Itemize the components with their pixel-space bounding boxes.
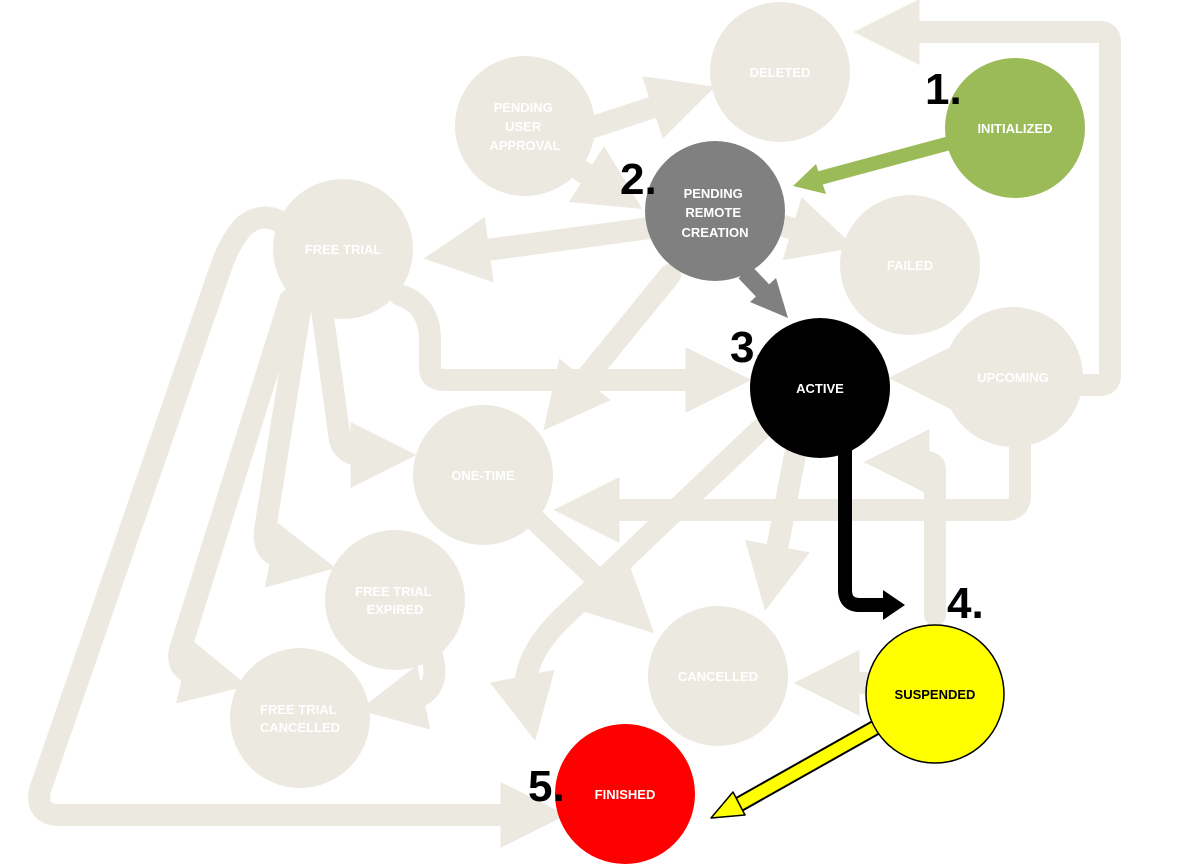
node-active: ACTIVE bbox=[750, 318, 890, 458]
step-number-4: 4. bbox=[947, 579, 984, 628]
edge-upcoming-onetime bbox=[553, 434, 1031, 543]
node-deleted-label: DELETED bbox=[750, 65, 811, 80]
edge-prc-failed bbox=[769, 197, 856, 261]
highlight-edges bbox=[710, 136, 952, 819]
edge-active-suspended bbox=[838, 450, 905, 620]
node-pending-remote-creation-label: PENDING REMOTE CREATION bbox=[682, 186, 749, 240]
edge-initialized-prc bbox=[793, 136, 952, 194]
edge-active-cancelled bbox=[745, 444, 810, 611]
node-upcoming: UPCOMING bbox=[943, 307, 1083, 447]
step-number-1: 1. bbox=[925, 65, 962, 114]
node-pending-remote-creation: PENDING REMOTE CREATION bbox=[645, 141, 785, 281]
node-cancelled: CANCELLED bbox=[648, 606, 788, 746]
edge-upcoming-deleted bbox=[853, 0, 1121, 396]
node-initialized-label: INITIALIZED bbox=[977, 121, 1052, 136]
edge-active-finished bbox=[489, 419, 771, 741]
edge-pua-prc bbox=[568, 146, 643, 209]
edge-prc-active bbox=[738, 265, 788, 318]
step-number-3: 3. bbox=[730, 323, 767, 372]
node-upcoming-label: UPCOMING bbox=[977, 370, 1049, 385]
node-deleted: DELETED bbox=[710, 2, 850, 142]
edge-freetrial-active bbox=[389, 284, 752, 413]
edge-suspended-active bbox=[863, 429, 946, 626]
node-free-trial: FREE TRIAL bbox=[273, 179, 413, 319]
edge-onetime-cancelled bbox=[524, 509, 655, 634]
node-pending-user-approval: PENDING USER APPROVAL bbox=[455, 56, 595, 196]
node-cancelled-label: CANCELLED bbox=[678, 669, 758, 684]
node-failed-label: FAILED bbox=[887, 258, 933, 273]
edge-freetrial-expired bbox=[253, 299, 336, 588]
edge-freetrial-finished bbox=[28, 206, 567, 848]
edge-suspended-finished bbox=[710, 718, 884, 819]
node-free-trial-expired: FREE TRIAL EXPIRED bbox=[325, 530, 465, 670]
edge-prc-freetrial bbox=[423, 216, 661, 283]
edge-freetrial-onetime bbox=[311, 299, 417, 488]
step-number-5: 5. bbox=[528, 762, 565, 811]
node-suspended: SUSPENDED bbox=[865, 624, 1005, 764]
node-free-trial-cancelled: FREE TRIAL CANCELLED bbox=[230, 648, 370, 788]
node-initialized: INITIALIZED bbox=[945, 58, 1085, 198]
node-pending-user-approval-label: PENDING USER APPROVAL bbox=[489, 100, 560, 153]
node-failed: FAILED bbox=[840, 195, 980, 335]
node-one-time-label: ONE-TIME bbox=[451, 468, 515, 483]
edge-freetrial-ftcancelled bbox=[168, 289, 301, 704]
node-suspended-label: SUSPENDED bbox=[895, 687, 976, 702]
node-free-trial-expired-label: FREE TRIAL EXPIRED bbox=[355, 584, 435, 617]
step-number-2: 2. bbox=[620, 155, 657, 204]
node-free-trial-cancelled-label: FREE TRIAL CANCELLED bbox=[260, 702, 340, 735]
node-free-trial-label: FREE TRIAL bbox=[305, 242, 382, 257]
faint-edges bbox=[28, 0, 1121, 848]
node-finished-label: FINISHED bbox=[595, 787, 656, 802]
edge-pua-deleted bbox=[579, 76, 716, 139]
node-finished: FINISHED bbox=[555, 724, 695, 864]
node-one-time: ONE-TIME bbox=[413, 405, 553, 545]
node-active-label: ACTIVE bbox=[796, 381, 844, 396]
